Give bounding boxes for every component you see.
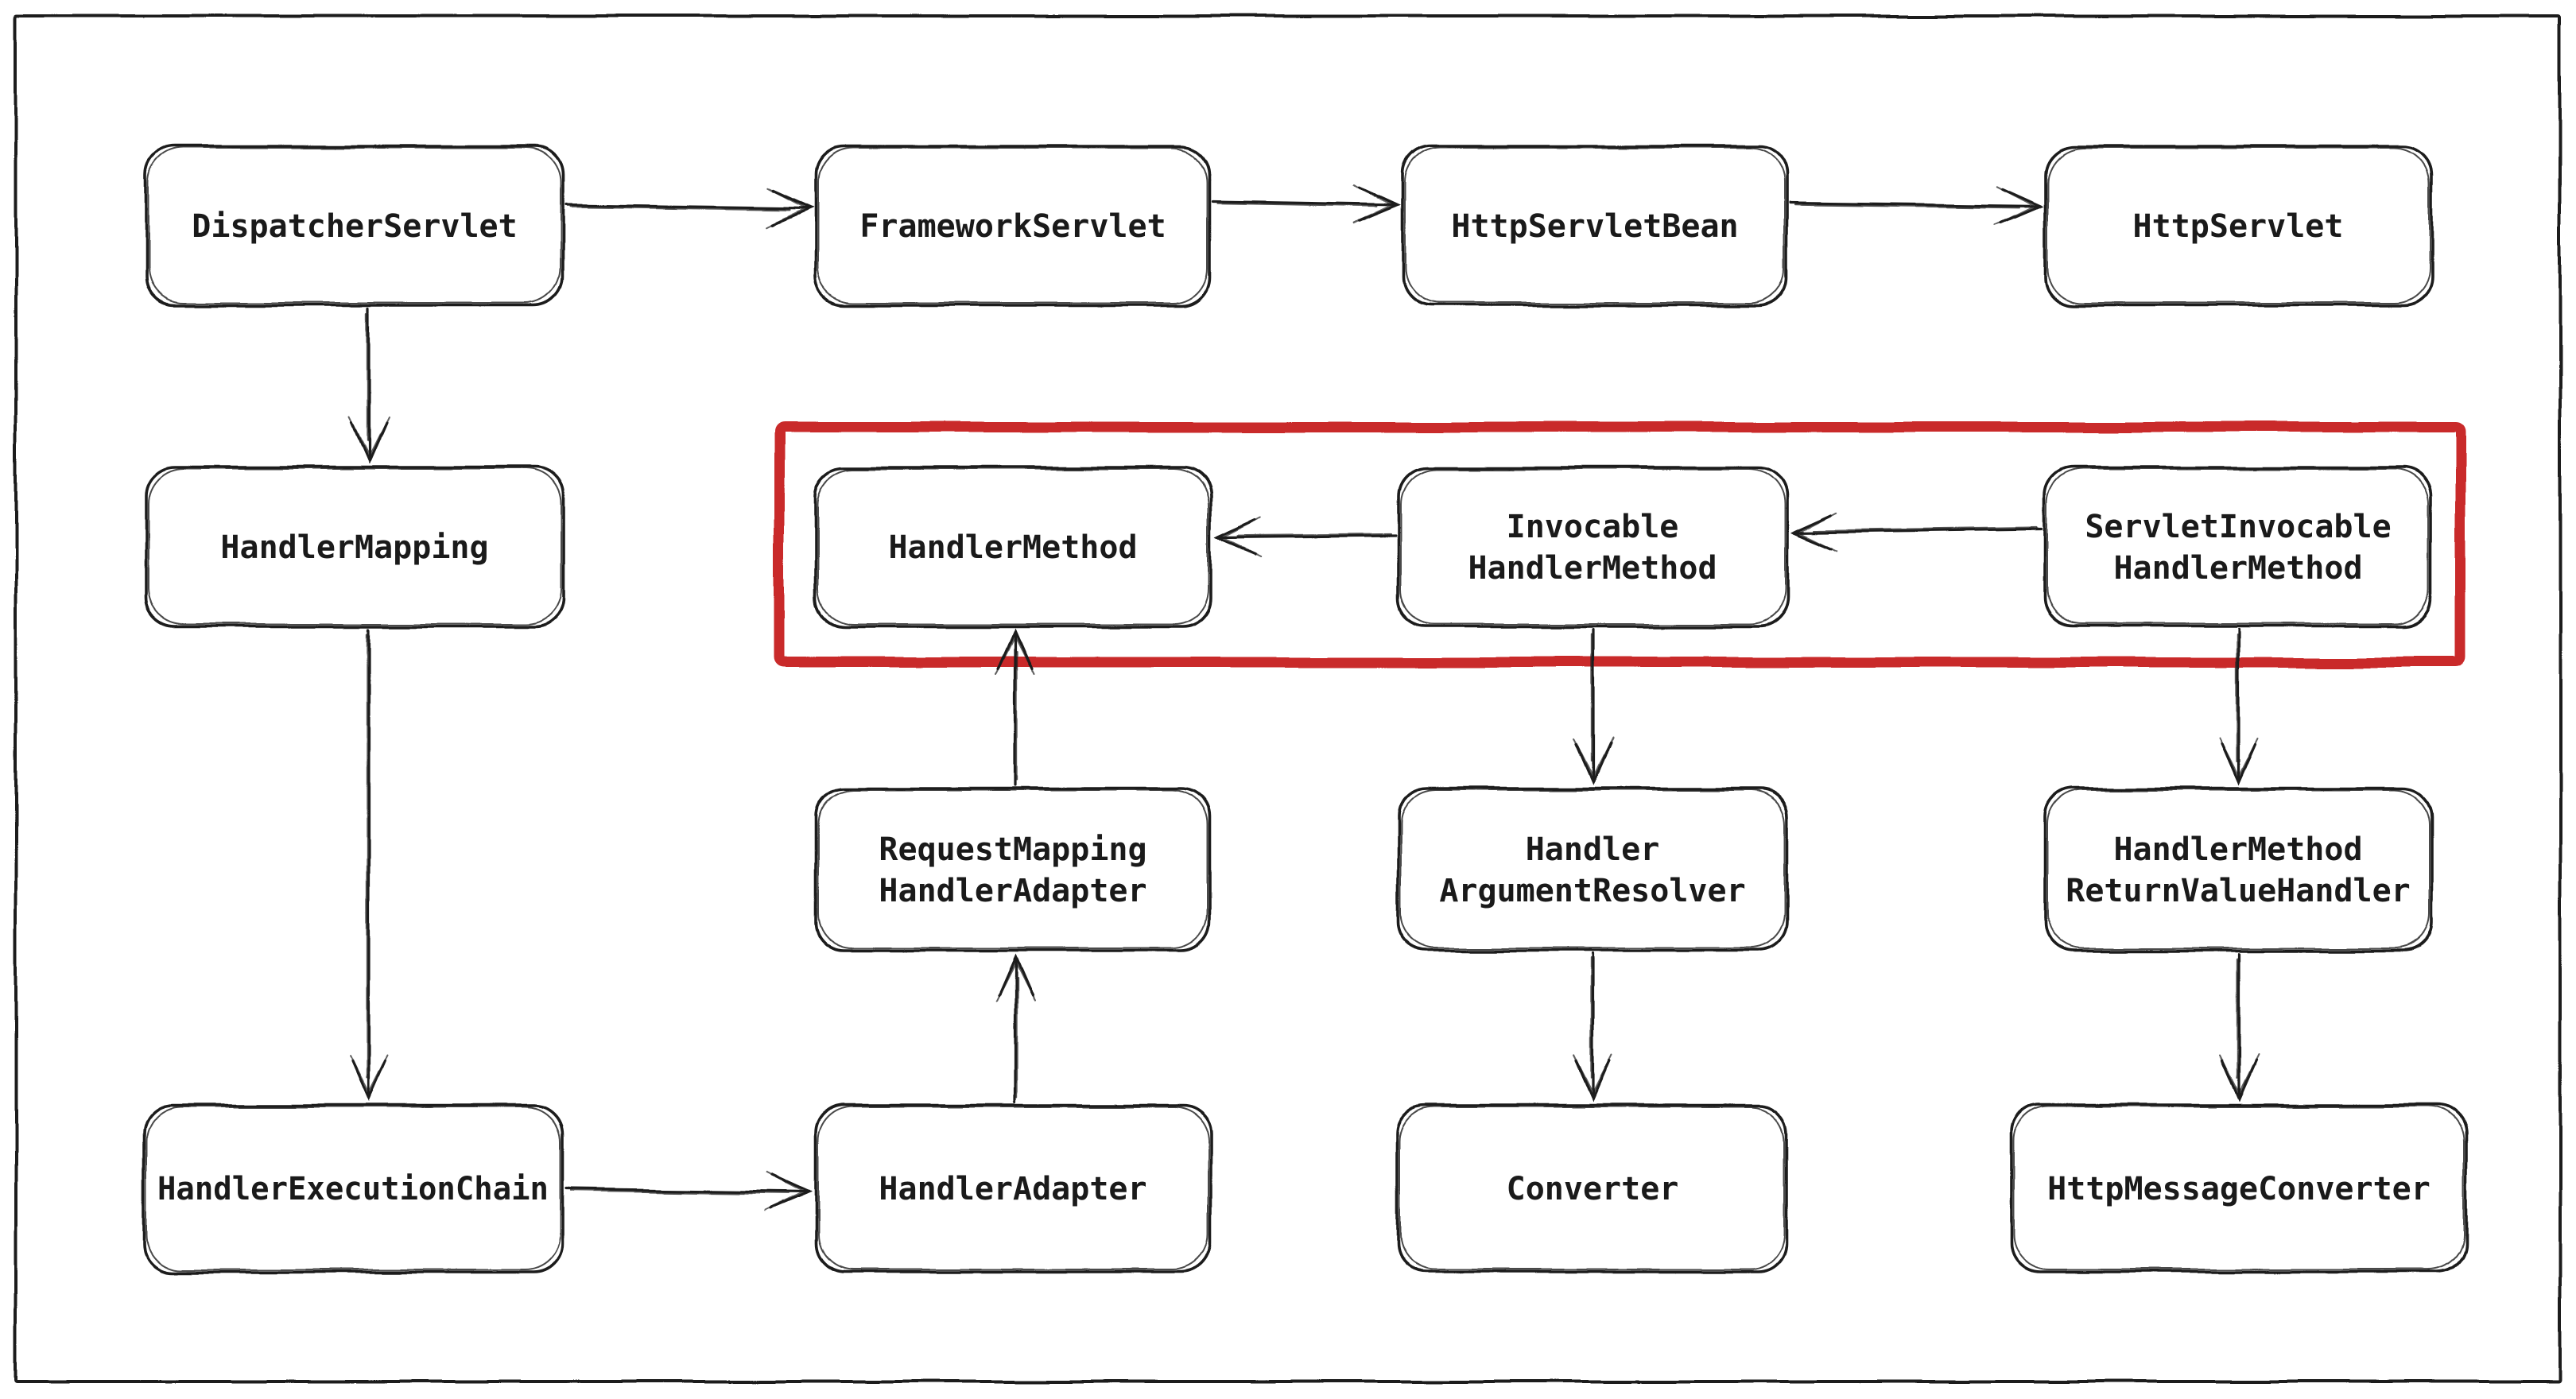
node-label: HandlerAdapter [879,1171,1146,1207]
node-outline [814,145,1212,307]
node-outline [2043,466,2433,628]
node-label: HttpServlet [2133,208,2344,245]
node-outline-echo [2046,789,2430,949]
node-outline-echo [1399,468,1786,625]
node-outline-echo [817,789,1208,949]
node-label: HandlerExecutionChain [157,1171,549,1207]
node-outline [814,466,1212,628]
node-label: DispatcherServlet [192,208,517,245]
edge-argumentresolver-to-converter [1573,952,1613,1102]
node-outline [145,466,564,628]
node-outline [2043,145,2433,307]
node-outline [2010,1103,2468,1273]
node-dispatcher-servlet: DispatcherServlet [145,145,564,307]
node-outline-echo [2046,147,2430,304]
edge-framework-to-httpservletbean [1212,184,1401,225]
edge-invocable-to-handlermethod [1215,517,1396,557]
node-outline-echo [817,468,1208,625]
node-outline-echo [1404,147,1786,304]
node-outline-echo [2046,468,2430,625]
edge-requestmappingadapter-to-handlermethod [995,628,1035,787]
node-http-message-converter: HttpMessageConverter [2010,1103,2468,1273]
edge-handlermapping-to-executionchain [349,628,389,1102]
node-outline [145,145,564,307]
node-label: Converter [1507,1171,1679,1207]
node-converter: Converter [1396,1103,1789,1273]
node-outline [1396,787,1789,952]
node-outline-echo [2013,1106,2465,1270]
node-label: HttpServletBean [1451,208,1738,245]
edge-dispatcher-to-framework [564,188,814,228]
node-handler-mapping: HandlerMapping [145,466,564,628]
edge-executionchain-to-handleradapter [564,1172,813,1212]
handler-method-hierarchy-highlight [774,421,2465,668]
node-handler-method: HandlerMethod [814,466,1212,628]
node-outline [142,1103,564,1273]
node-outline [1396,1103,1789,1273]
node-outline-echo [148,468,561,625]
edge-httpservletbean-to-httpservlet [1789,186,2043,227]
outer-border [14,14,2562,1383]
node-outline-echo [817,147,1208,304]
node-framework-servlet: FrameworkServlet [814,145,1212,307]
edge-dispatcher-to-handlermapping [349,307,389,464]
node-label: HandlerMapping [220,529,488,566]
edge-servletinvocable-to-invocable [1790,512,2043,552]
node-label: HttpMessageConverter [2047,1171,2431,1207]
node-label: HandlerMethod [888,529,1137,566]
node-outline [1401,145,1789,307]
node-outline [814,787,1212,952]
node-outline-echo [1399,789,1786,949]
edge-handleradapter-to-requestmappingadapter [995,954,1035,1103]
node-outline [1396,466,1789,628]
edge-servletinvocable-to-returnvaluehandler [2219,628,2259,785]
edge-returnvaluehandler-to-httpmessageconverter [2219,952,2259,1102]
node-outline-echo [1399,1106,1786,1270]
node-label: FrameworkServlet [859,208,1166,245]
node-handler-adapter: HandlerAdapter [814,1103,1212,1273]
node-outline-echo [817,1106,1208,1270]
node-http-servlet-bean: HttpServletBean [1401,145,1789,307]
edge-invocable-to-argumentresolver [1573,628,1613,785]
node-outline [814,1103,1212,1273]
node-outline-echo [145,1106,561,1270]
node-handler-execution-chain: HandlerExecutionChain [142,1103,564,1273]
node-outline-echo [148,147,561,304]
node-http-servlet: HttpServlet [2043,145,2433,307]
node-outline [2043,787,2433,952]
